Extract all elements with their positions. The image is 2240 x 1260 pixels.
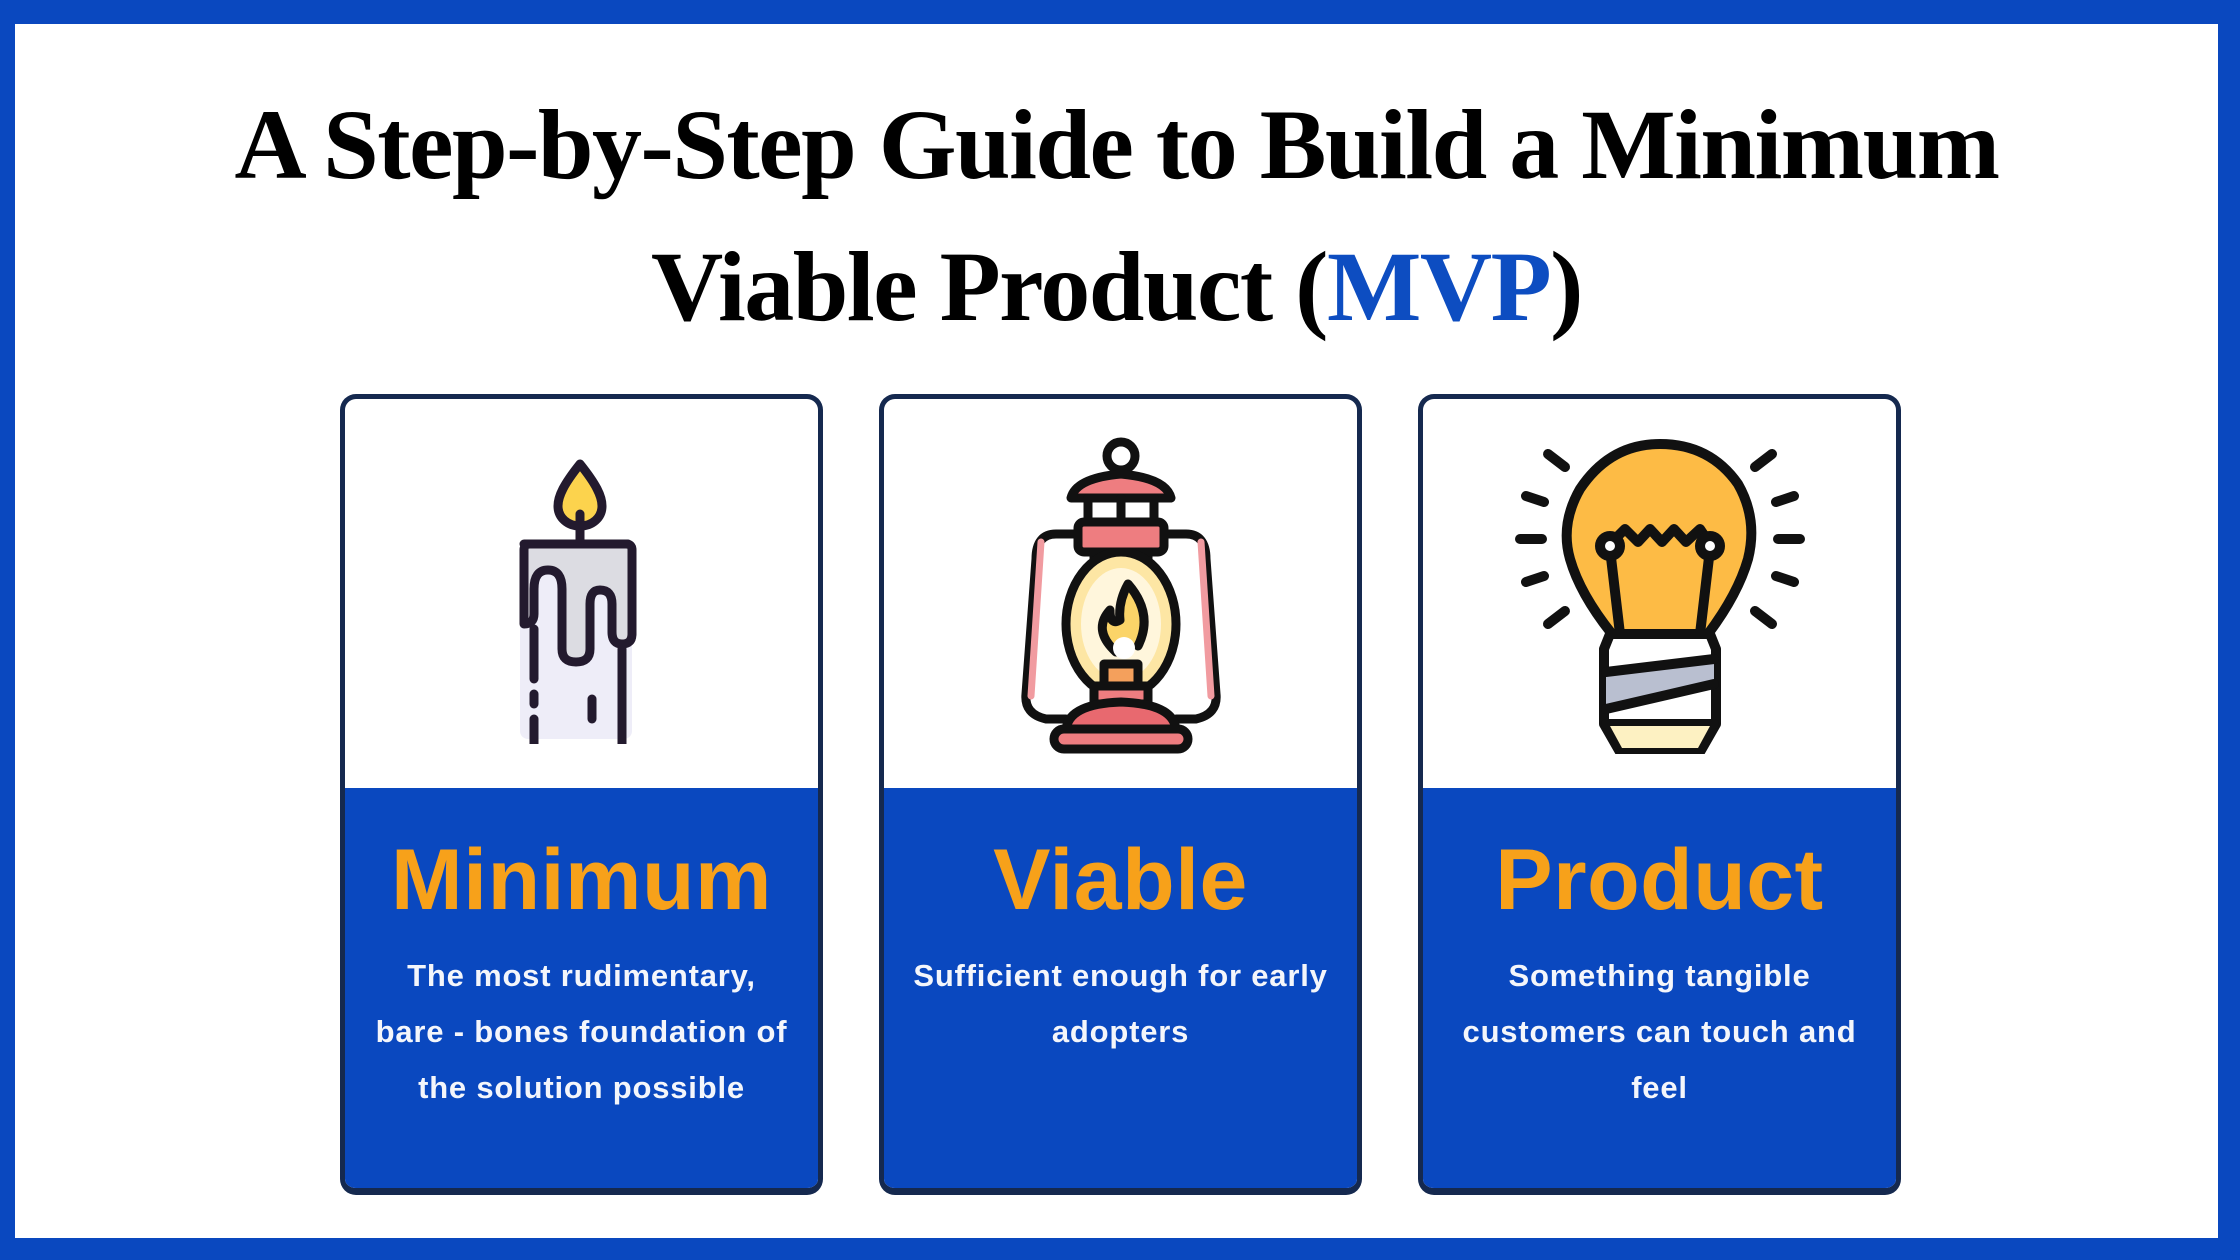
lantern-icon xyxy=(1020,437,1221,753)
title-line-2: Viable Product (MVP) xyxy=(15,216,2218,358)
infographic-canvas: A Step-by-Step Guide to Build a Minimum … xyxy=(15,24,2218,1238)
card-icon-area xyxy=(884,399,1357,788)
card-product: Product Something tangible customers can… xyxy=(1418,394,1901,1195)
card-info-panel: Minimum The most rudimentary, bare - bon… xyxy=(345,788,818,1188)
card-info-panel: Product Something tangible customers can… xyxy=(1423,788,1896,1188)
light-bulb-icon xyxy=(1514,438,1805,754)
title-line-1: A Step-by-Step Guide to Build a Minimum xyxy=(234,89,2000,200)
card-label: Viable xyxy=(993,832,1248,928)
card-icon-area xyxy=(1423,399,1896,788)
title-line-2-suffix: ) xyxy=(1550,231,1583,342)
card-info-panel: Viable Sufficient enough for early adopt… xyxy=(884,788,1357,1188)
candle-icon xyxy=(519,459,636,744)
title-mvp-accent: MVP xyxy=(1326,231,1552,342)
card-description: Something tangible customers can touch a… xyxy=(1462,958,1857,1105)
card-icon-area xyxy=(345,399,818,788)
title-line-2-prefix: Viable Product ( xyxy=(651,231,1328,342)
card-viable: Viable Sufficient enough for early adopt… xyxy=(879,394,1362,1195)
card-label: Product xyxy=(1495,832,1824,928)
card-minimum: Minimum The most rudimentary, bare - bon… xyxy=(340,394,823,1195)
card-label: Minimum xyxy=(391,832,772,928)
card-description: The most rudimentary, bare - bones found… xyxy=(375,958,788,1105)
page-title: A Step-by-Step Guide to Build a Minimum … xyxy=(15,74,2218,358)
card-description: Sufficient enough for early adopters xyxy=(913,958,1328,1049)
